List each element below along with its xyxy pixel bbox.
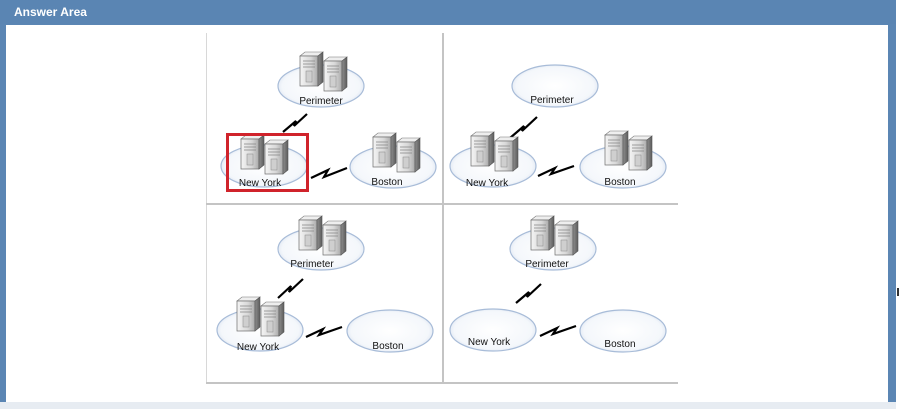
boston-site bbox=[346, 309, 434, 353]
new-york-label: New York bbox=[239, 178, 282, 189]
boston-label: Boston bbox=[604, 339, 635, 350]
perimeter-label: Perimeter bbox=[530, 95, 574, 106]
wan-link-icon bbox=[539, 324, 577, 337]
boston-label: Boston bbox=[371, 177, 402, 188]
wan-link-icon bbox=[537, 164, 575, 177]
option-top-right[interactable]: Perimeter New York Boston bbox=[449, 64, 667, 189]
selection-highlight bbox=[226, 133, 309, 192]
wan-link-icon bbox=[277, 278, 304, 299]
edge-mark bbox=[897, 288, 899, 296]
boston-label: Boston bbox=[372, 341, 403, 352]
new-york-label: New York bbox=[466, 178, 509, 189]
perimeter-label: Perimeter bbox=[525, 259, 569, 270]
perimeter-label: Perimeter bbox=[299, 96, 343, 107]
option-bottom-left[interactable]: Perimeter New York Boston bbox=[216, 216, 434, 353]
wan-link-icon bbox=[305, 325, 343, 338]
new-york-site bbox=[449, 308, 537, 352]
right-edge bbox=[896, 0, 900, 409]
new-york-label: New York bbox=[237, 342, 280, 353]
answer-area-header: Answer Area bbox=[0, 0, 896, 24]
wan-link-icon bbox=[509, 116, 538, 139]
bottom-strip bbox=[0, 402, 896, 409]
wan-link-icon bbox=[515, 283, 542, 304]
wan-link-icon bbox=[282, 113, 308, 133]
boston-site bbox=[579, 309, 667, 353]
wan-link-icon bbox=[310, 166, 348, 180]
answer-area-title: Answer Area bbox=[14, 5, 87, 19]
new-york-label: New York bbox=[468, 337, 511, 348]
perimeter-label: Perimeter bbox=[290, 259, 334, 270]
boston-label: Boston bbox=[604, 177, 635, 188]
option-bottom-right[interactable]: Perimeter New York Boston bbox=[449, 216, 667, 353]
option-top-left[interactable]: Perimeter New York Boston bbox=[220, 52, 437, 192]
perimeter-site bbox=[511, 64, 599, 108]
